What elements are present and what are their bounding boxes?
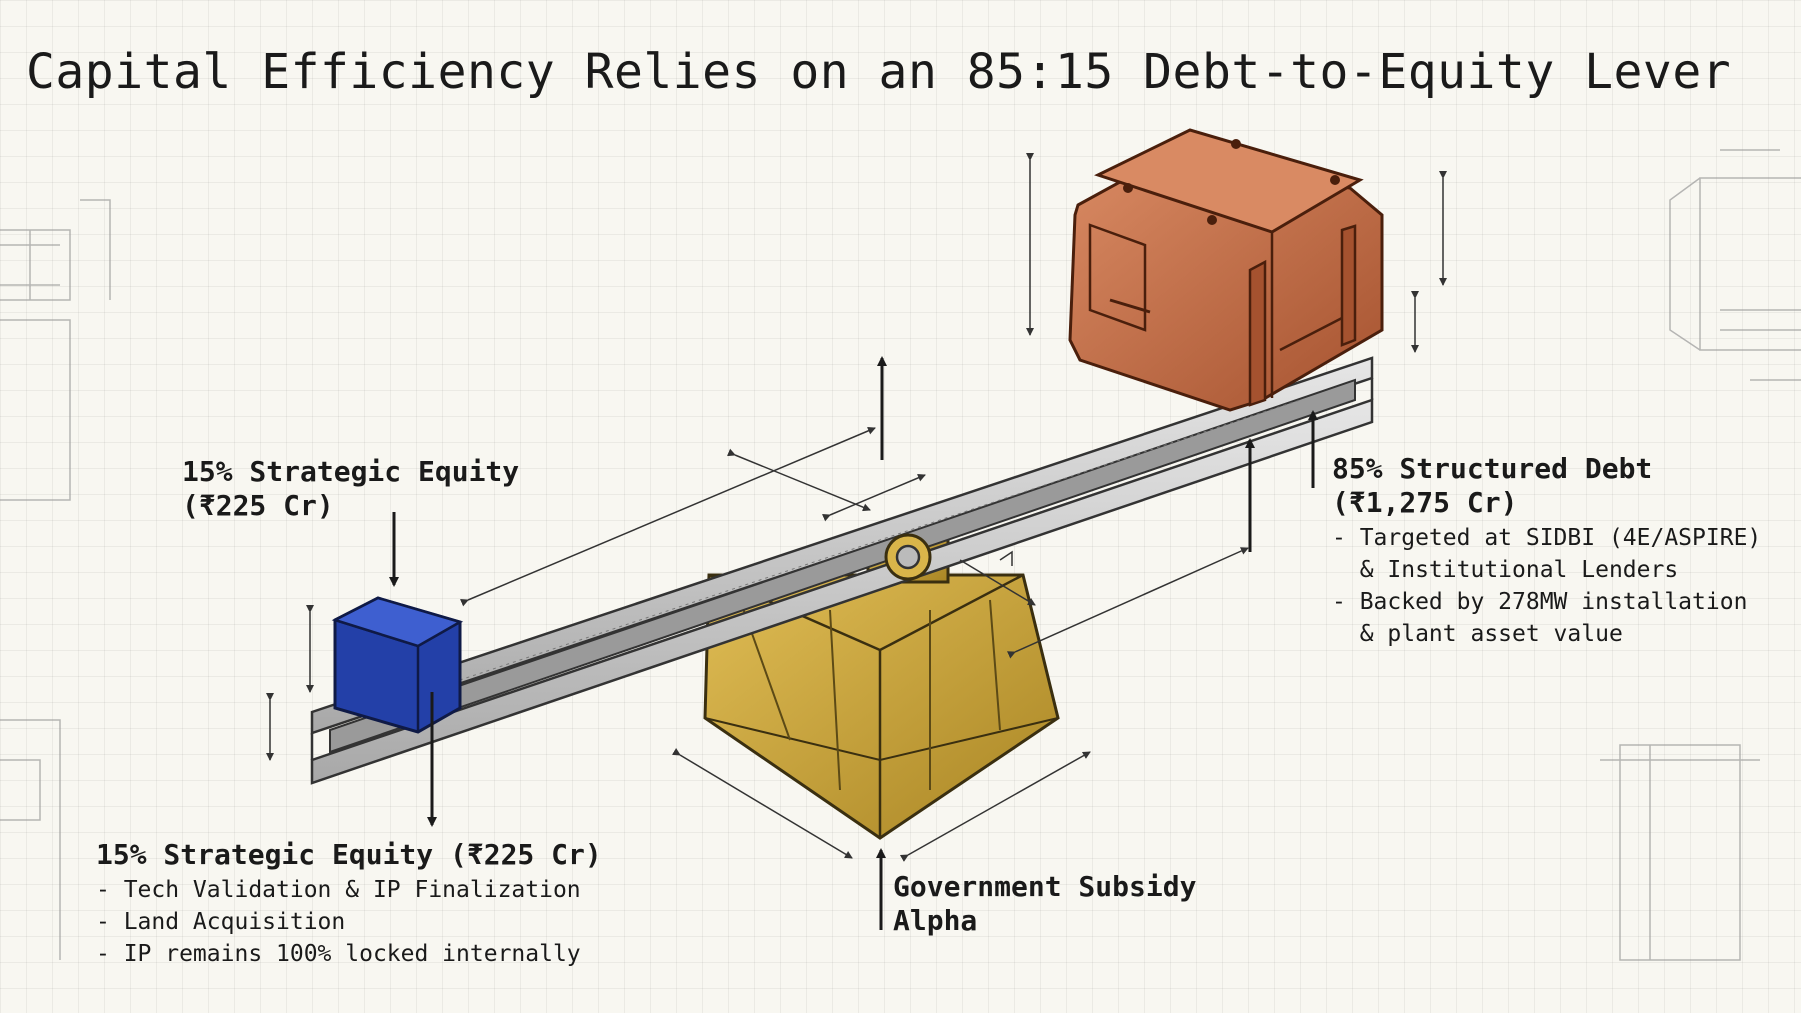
list-item: - IP remains 100% locked internally [96, 941, 581, 967]
subsidy-line2: Alpha [893, 904, 978, 937]
page-title: Capital Efficiency Relies on an 85:15 De… [26, 44, 1732, 100]
equity-top-line1: 15% Strategic Equity [182, 455, 520, 488]
list-item: - Backed by 278MW installation [1332, 589, 1748, 615]
background-sketch-left [0, 199, 111, 960]
debt-label: 85% Structured Debt (₹1,275 Cr) [1332, 452, 1652, 520]
list-item: & plant asset value [1332, 621, 1623, 647]
debt-block [1068, 128, 1384, 412]
subsidy-label: Government Subsidy Alpha [893, 870, 1196, 938]
equity-top-label: 15% Strategic Equity (₹225 Cr) [182, 455, 519, 523]
force-arrows [389, 356, 1318, 930]
debt-line2: (₹1,275 Cr) [1332, 486, 1518, 519]
debt-line1: 85% Structured Debt [1332, 452, 1653, 485]
equity-top-line2: (₹225 Cr) [182, 489, 334, 522]
equity-detail-heading: 15% Strategic Equity (₹225 Cr) [96, 838, 602, 871]
debt-detail-list: - Targeted at SIDBI (4E/ASPIRE) & Instit… [1332, 522, 1761, 650]
list-item: - Targeted at SIDBI (4E/ASPIRE) [1332, 525, 1762, 551]
equity-detail-list: - Tech Validation & IP Finalization - La… [96, 874, 581, 970]
list-item: & Institutional Lenders [1332, 557, 1679, 583]
pivot-bolt [884, 533, 932, 581]
list-item: - Land Acquisition [96, 909, 346, 935]
equity-block [331, 596, 464, 734]
subsidy-line1: Government Subsidy [893, 870, 1197, 903]
background-sketch-right [1600, 149, 1801, 961]
list-item: - Tech Validation & IP Finalization [96, 877, 581, 903]
dimension-lines [266, 153, 1447, 862]
